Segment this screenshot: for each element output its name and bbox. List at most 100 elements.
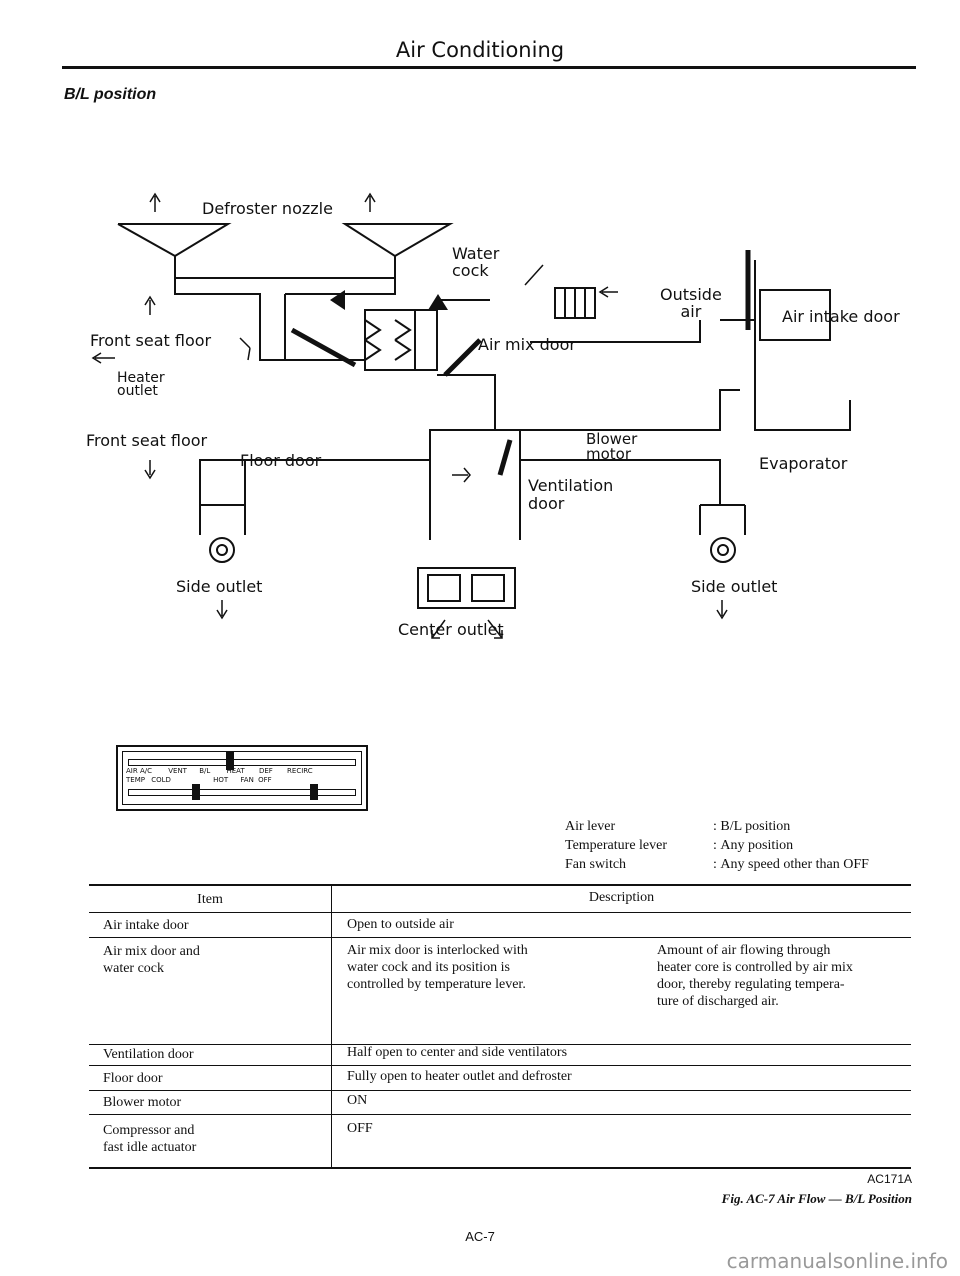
control-panel-row2: TEMP COLD HOT FAN OFF xyxy=(126,776,272,784)
water-cock-pointer xyxy=(524,264,544,286)
arrow-center-left xyxy=(431,619,446,639)
panel-label-fan: FAN xyxy=(240,776,254,784)
label-evaporator: Evaporator xyxy=(759,454,848,473)
side-outlet-left-symbol xyxy=(209,537,235,563)
arrow-up-left xyxy=(149,192,161,212)
panel-label-def: DEF xyxy=(258,767,273,775)
table-row-3-item: Floor door xyxy=(103,1071,163,1086)
temp-lever-track xyxy=(128,789,356,796)
description-table: Item Description Air intake door Open to… xyxy=(89,884,911,1169)
condition-colon: : xyxy=(713,857,721,872)
air-lever-knob[interactable] xyxy=(226,752,234,770)
center-outlet-grille-right xyxy=(471,574,505,602)
arrow-heater-left xyxy=(91,352,115,364)
condition-colon: : xyxy=(713,838,721,853)
label-center-outlet: Center outlet xyxy=(398,620,504,639)
table-header-rule xyxy=(89,912,911,913)
duct-right-branch xyxy=(519,430,721,505)
side-outlet-right-symbol xyxy=(710,537,736,563)
center-duct xyxy=(429,460,521,540)
table-row-1-description: Air mix door is interlocked with water c… xyxy=(347,943,528,992)
lever-conditions: Air lever: B/L position Temperature leve… xyxy=(565,817,869,874)
defroster-nozzle-left-edge xyxy=(117,223,176,257)
main-duct-lower-right xyxy=(495,389,740,431)
side-outlet-right-core xyxy=(717,544,729,556)
condition-label: Temperature lever xyxy=(565,838,668,853)
condition-value: B/L position xyxy=(720,819,791,834)
label-air-mix-door: Air mix door xyxy=(478,335,576,354)
figure-caption: Fig. AC-7 Air Flow — B/L Position xyxy=(721,1191,912,1206)
table-header-item: Item xyxy=(197,892,223,907)
label-front-seat-floor-bottom: Front seat floor xyxy=(86,431,208,450)
heater-core-right xyxy=(414,309,438,371)
side-outlet-left-core xyxy=(216,544,228,556)
condition-value: Any speed other than OFF xyxy=(720,857,869,872)
condition-fan-switch: Fan switch: Any speed other than OFF xyxy=(565,855,869,874)
condition-value: Any position xyxy=(720,838,794,853)
heater-core xyxy=(364,309,416,371)
panel-label-vent: VENT xyxy=(168,767,187,775)
center-outlet-box xyxy=(417,567,516,609)
table-row-5-description: OFF xyxy=(347,1121,373,1136)
label-water-cock: Water cock xyxy=(452,244,500,280)
page-header-title: Air Conditioning xyxy=(395,38,565,62)
floor-door xyxy=(290,327,357,368)
label-heater-outlet: Heater outlet xyxy=(117,370,165,399)
ventilation-door xyxy=(497,439,513,476)
arrow-front-floor-up xyxy=(144,295,156,315)
evaporator-housing xyxy=(754,260,851,431)
table-column-divider xyxy=(331,884,332,1169)
temp-lever-knob[interactable] xyxy=(192,784,200,800)
heater-duct-top xyxy=(285,278,396,295)
table-row-rule xyxy=(89,1044,911,1045)
label-ventilation-door: Ventilation door xyxy=(528,476,614,513)
figure-code: AC171A xyxy=(867,1172,912,1186)
table-row-0-description: Open to outside air xyxy=(347,917,454,932)
arrow-side-right xyxy=(716,600,728,620)
evaporator-core xyxy=(759,289,831,341)
condition-temperature-lever: Temperature lever: Any position xyxy=(565,836,869,855)
label-side-outlet-left: Side outlet xyxy=(176,577,263,596)
label-floor-door: Floor door xyxy=(240,451,322,470)
table-row-2-description: Half open to center and side ventilators xyxy=(347,1045,568,1060)
arrow-up-right xyxy=(364,192,376,212)
table-row-3-description: Fully open to heater outlet and defroste… xyxy=(347,1069,572,1084)
arrow-center-split xyxy=(452,467,471,483)
air-flow-diagram xyxy=(91,192,851,639)
table-row-rule xyxy=(89,1090,911,1091)
fan-switch-knob[interactable] xyxy=(310,784,318,800)
heater-core-fins-2 xyxy=(394,319,412,361)
panel-label-temp: TEMP xyxy=(126,776,145,784)
table-row-rule xyxy=(89,1065,911,1066)
panel-label-heat: HEAT xyxy=(226,767,245,775)
panel-label-off: OFF xyxy=(258,776,272,784)
label-defroster-nozzle: Defroster nozzle xyxy=(202,199,333,218)
control-panel: AIR A/C VENT B/L HEAT DEF RECIRC TEMP CO… xyxy=(116,745,368,811)
center-outlet-grille-left xyxy=(427,574,461,602)
panel-label-recirc: RECIRC xyxy=(287,767,313,775)
table-row-4-description: ON xyxy=(347,1093,368,1108)
heater-core-fins xyxy=(364,319,382,361)
watermark: carmanualsonline.info xyxy=(726,1249,948,1273)
panel-label-hot: HOT xyxy=(213,776,229,784)
blower-duct-top xyxy=(530,320,701,343)
arrow-side-left xyxy=(216,600,228,620)
table-row-1-item: Air mix door and water cock xyxy=(103,944,200,976)
table-row-4-item: Blower motor xyxy=(103,1095,182,1110)
condition-label: Air lever xyxy=(565,819,616,834)
table-row-rule xyxy=(89,937,911,938)
label-air-intake-door: Air intake door xyxy=(782,307,900,326)
side-duct-right xyxy=(699,504,746,535)
arrow-center-right xyxy=(487,619,503,639)
panel-label-ac: A/C xyxy=(139,767,152,775)
table-header-description: Description xyxy=(588,890,655,905)
label-front-seat-floor-top: Front seat floor xyxy=(90,331,212,350)
table-row-2-item: Ventilation door xyxy=(103,1047,194,1062)
table-row-5-item: Compressor and fast idle actuator xyxy=(103,1123,197,1155)
condition-air-lever: Air lever: B/L position xyxy=(565,817,869,836)
panel-label-air: AIR xyxy=(126,767,138,775)
arrow-solid-up xyxy=(428,294,448,310)
control-panel-inner xyxy=(122,751,362,805)
air-lever-track xyxy=(128,759,356,766)
side-duct-left xyxy=(199,504,246,535)
